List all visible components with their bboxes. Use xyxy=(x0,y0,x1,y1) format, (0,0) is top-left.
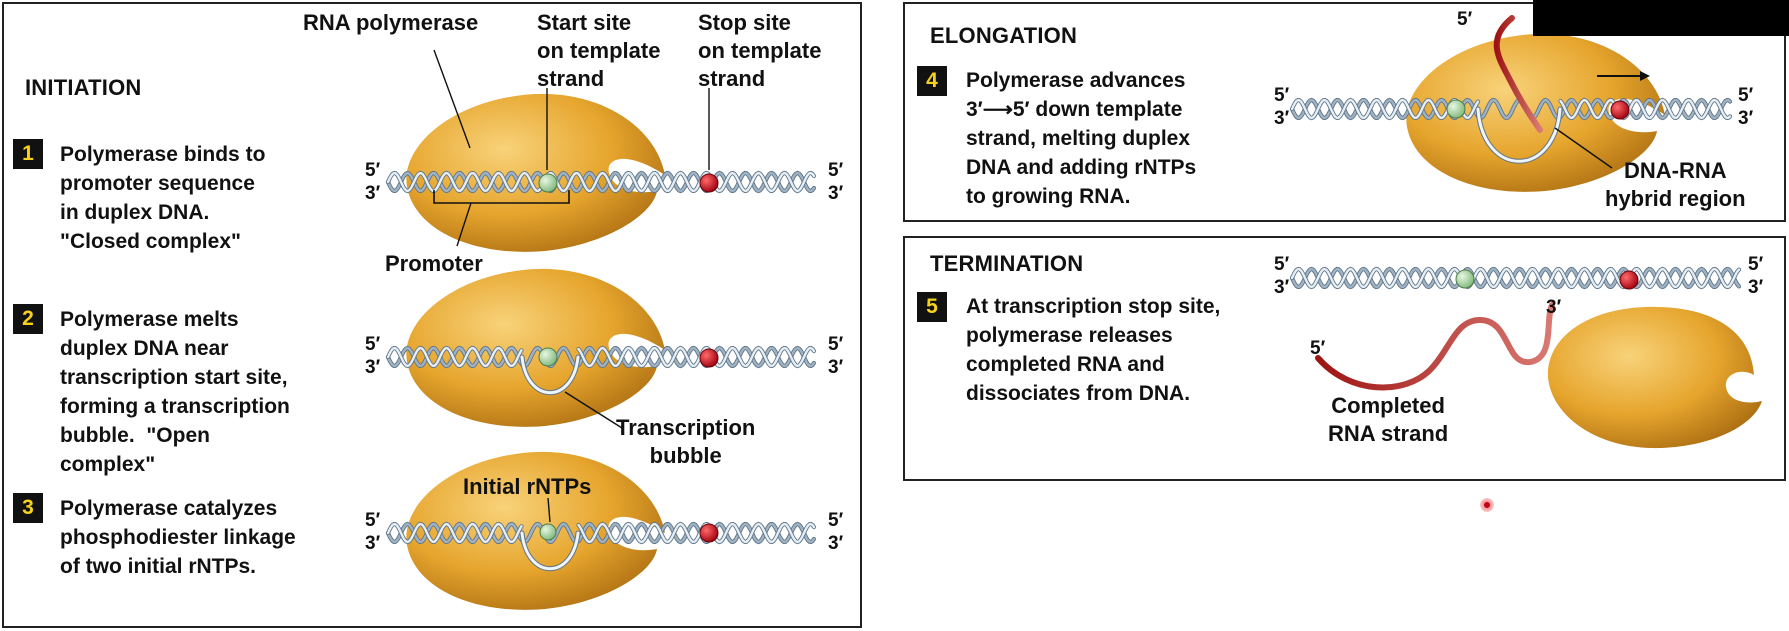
dna-duplex-step3 xyxy=(385,521,817,572)
three-prime-label: 3′ xyxy=(828,183,844,204)
step1-right-ends: 5′3′ xyxy=(828,159,843,205)
five-prime-label: 5′ xyxy=(1738,85,1754,106)
five-prime-label: 5′ xyxy=(828,160,844,181)
start-site-marker-step1 xyxy=(538,173,558,193)
step1-left-ends: 5′3′ xyxy=(365,159,380,205)
bubble-strand xyxy=(520,531,580,571)
promoter-leader xyxy=(456,202,472,247)
initiation-header: INITIATION xyxy=(25,75,142,100)
bubble-leader xyxy=(564,391,623,429)
five-prime-label: 5′ xyxy=(1274,254,1290,275)
dna-strand-a xyxy=(386,522,816,544)
step-number-2: 2 xyxy=(13,304,43,334)
three-prime-label: 3′ xyxy=(365,357,381,378)
released-polymerase xyxy=(1547,306,1762,449)
label-transcription-bubble: Transcription bubble xyxy=(616,415,756,468)
label-rna-polymerase: RNA polymerase xyxy=(303,10,479,35)
hybrid-leader xyxy=(1554,127,1613,169)
step-5-text: At transcription stop site, polymerase r… xyxy=(966,295,1221,405)
step3-right-ends: 5′3′ xyxy=(828,509,843,555)
completed-rna xyxy=(1315,302,1555,391)
step-4-text: Polymerase advances 3′⟶5′ down template … xyxy=(966,69,1197,208)
bubble-strand xyxy=(1476,107,1562,163)
step-2-text: Polymerase melts duplex DNA near transcr… xyxy=(60,308,290,476)
step4-left-ends: 5′3′ xyxy=(1274,84,1289,130)
step5-right-ends: 5′3′ xyxy=(1748,253,1763,299)
label-completed-rna: Completed RNA strand xyxy=(1328,393,1449,446)
five-prime-label: 5′ xyxy=(1274,85,1290,106)
label-stop-site: Stop site on template strand xyxy=(698,10,822,91)
promoter-bracket xyxy=(433,190,570,204)
dna-strand-a xyxy=(386,346,816,368)
dna-duplex-step1 xyxy=(385,170,817,194)
step5-left-ends: 5′3′ xyxy=(1274,253,1289,299)
start-site-marker-step2 xyxy=(538,347,558,367)
rna-five-prime-label: 5′ xyxy=(1457,9,1473,30)
three-prime-label: 3′ xyxy=(828,357,844,378)
dna-duplex-step2 xyxy=(385,345,817,396)
three-prime-label: 3′ xyxy=(1748,277,1764,298)
step-number-3: 3 xyxy=(13,493,43,523)
initial-rntps-leader xyxy=(547,497,551,523)
three-prime-label: 3′ xyxy=(828,533,844,554)
redaction-box xyxy=(1533,0,1789,36)
stop-site-marker-step5 xyxy=(1619,270,1639,290)
elongation-header: ELONGATION xyxy=(930,23,1078,48)
start-site-marker-step4 xyxy=(1446,99,1466,119)
bubble-strand xyxy=(520,355,580,395)
dna-strand-b xyxy=(1290,267,1741,289)
step-number-5: 5 xyxy=(917,292,947,322)
three-prime-label: 3′ xyxy=(1274,108,1290,129)
step2-left-ends: 5′3′ xyxy=(365,333,380,379)
termination-header: TERMINATION xyxy=(930,251,1084,276)
five-prime-label: 5′ xyxy=(828,510,844,531)
step-1-text: Polymerase binds to promoter sequence in… xyxy=(60,143,266,253)
step3-left-ends: 5′3′ xyxy=(365,509,380,555)
dna-strand-b xyxy=(386,171,816,193)
stop-site-marker-step2 xyxy=(699,348,719,368)
direction-arrowhead xyxy=(1640,71,1650,81)
label-initial-rntps: Initial rNTPs xyxy=(463,474,592,499)
dna-strand-b xyxy=(386,346,816,368)
stop-site-marker-step3 xyxy=(699,523,719,543)
start-site-marker-step5 xyxy=(1455,269,1475,289)
dna-strand-b xyxy=(386,522,816,544)
step-number-1: 1 xyxy=(13,139,43,169)
rna-polymerase-leader xyxy=(433,49,471,149)
dna-duplex-step4 xyxy=(1289,97,1733,164)
five-prime-label: 5′ xyxy=(365,510,381,531)
three-prime-label: 3′ xyxy=(365,533,381,554)
stop-site-marker-step4 xyxy=(1610,100,1630,120)
growing-rna xyxy=(1493,15,1543,133)
pointer-dot xyxy=(1480,498,1494,512)
step-3-text: Polymerase catalyzes phosphodiester link… xyxy=(60,497,296,578)
label-promoter: Promoter xyxy=(385,251,483,276)
rna-five-prime-end: 5′ xyxy=(1310,338,1326,359)
five-prime-label: 5′ xyxy=(365,334,381,355)
three-prime-label: 3′ xyxy=(1738,108,1754,129)
step-number-4: 4 xyxy=(917,66,947,96)
rntp-marker-step3 xyxy=(539,523,557,541)
label-dna-rna-hybrid: DNA-RNA hybrid region xyxy=(1605,158,1746,211)
five-prime-label: 5′ xyxy=(365,160,381,181)
three-prime-label: 3′ xyxy=(365,183,381,204)
three-prime-label: 3′ xyxy=(1274,277,1290,298)
dna-strand-a xyxy=(386,171,816,193)
dna-duplex-step5 xyxy=(1289,266,1742,290)
step2-right-ends: 5′3′ xyxy=(828,333,843,379)
rna-three-prime-end: 3′ xyxy=(1546,297,1562,318)
step4-right-ends: 5′3′ xyxy=(1738,84,1753,130)
stop-site-marker-step1 xyxy=(699,173,719,193)
five-prime-label: 5′ xyxy=(1748,254,1764,275)
dna-strand-a xyxy=(1290,267,1741,289)
label-start-site: Start site on template strand xyxy=(537,10,661,91)
five-prime-label: 5′ xyxy=(828,334,844,355)
